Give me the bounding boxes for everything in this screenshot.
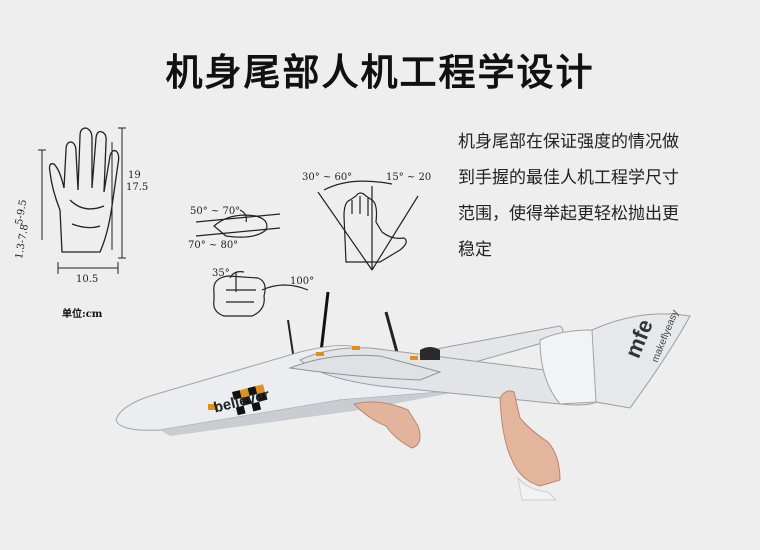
hand-height-label: 19: [128, 170, 141, 181]
page-title: 机身尾部人机工程学设计: [165, 51, 595, 94]
unit-label: 单位:cm: [62, 309, 103, 320]
hand-width-label: 10.5: [76, 274, 99, 285]
wrist-drawing: [317, 180, 419, 271]
description-line: 到手握的最佳人机工程学尺寸: [458, 168, 679, 188]
fist-drawing: [213, 271, 309, 317]
propeller-blade: [384, 311, 400, 357]
description-line: 稳定: [458, 240, 492, 260]
left-hand-image: [353, 401, 421, 449]
checker-logo: [232, 384, 267, 416]
fist-angle-small: 35°: [212, 268, 230, 279]
aircraft-drawing: [115, 291, 691, 501]
description-line: 范围，使得举起更轻松抛出更: [458, 204, 679, 224]
grip-drawing: [195, 209, 281, 238]
right-hand-image: [499, 390, 561, 487]
hand-height-label: 17.5: [126, 182, 149, 193]
wrist-angle-left: 30° ~ 60°: [302, 172, 353, 183]
fist-angle-large: 100°: [290, 276, 315, 287]
wrist-angle-right: 15° ~ 20: [386, 172, 432, 183]
description-line: 机身尾部在保证强度的情况做: [458, 132, 679, 152]
grip-angle-lower: 70° ~ 80°: [188, 240, 239, 251]
grip-angle-upper: 50° ~ 70°: [190, 206, 241, 217]
hand-dimension-lines: [38, 127, 126, 274]
description-text: 机身尾部在保证强度的情况做 到手握的最佳人机工程学尺寸 范围，使得举起更轻松抛出…: [458, 124, 740, 268]
open-hand-drawing: [48, 127, 120, 253]
